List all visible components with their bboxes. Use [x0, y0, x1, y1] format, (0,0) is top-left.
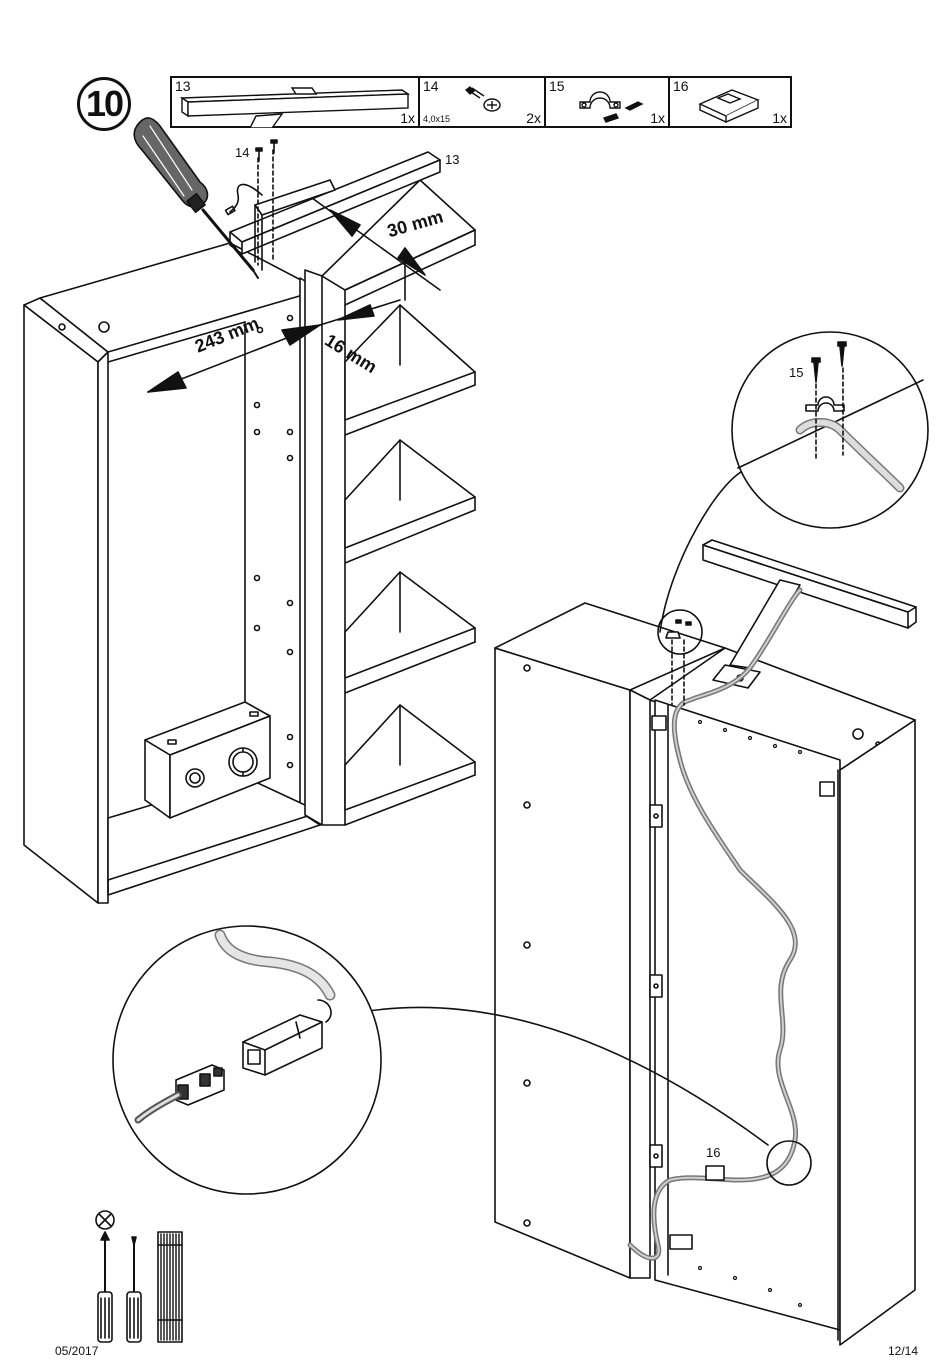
no-drill-icon [96, 1211, 114, 1229]
step-number: 10 [77, 77, 131, 131]
part-16-cell: 16 1x [670, 78, 790, 126]
part-15-qty: 1x [650, 110, 665, 126]
step-number-text: 10 [86, 83, 122, 125]
detail-clip-15 [732, 332, 928, 528]
parts-table: 13 1x 14 4,0x15 2x 15 1x 16 [170, 76, 792, 128]
tool-icons [96, 1211, 182, 1342]
screwdriver-icon [98, 1232, 112, 1342]
part-14-qty: 2x [526, 110, 541, 126]
measuring-tape-icon [158, 1232, 182, 1342]
callout-holder-16: 16 [706, 1145, 720, 1160]
cable-holder-16 [706, 1166, 724, 1180]
shelves [345, 305, 475, 825]
lamp-bar-icon [172, 78, 420, 128]
part-13-qty: 1x [400, 110, 415, 126]
part-14-cell: 14 4,0x15 2x [420, 78, 546, 126]
right-cabinet [495, 603, 915, 1345]
callout-screw-14: 14 [235, 145, 249, 160]
shelf-unit [305, 180, 475, 825]
part-14-size: 4,0x15 [423, 114, 450, 124]
detail-connector [113, 926, 381, 1194]
lamp-13-mounted [703, 540, 916, 688]
footer-page: 12/14 [888, 1344, 918, 1358]
callout-clip-15: 15 [789, 365, 803, 380]
callout-lamp-13: 13 [445, 152, 459, 167]
awl-icon [127, 1237, 141, 1342]
part-13-cell: 13 1x [172, 78, 420, 126]
part-15-cell: 15 1x [546, 78, 670, 126]
part-16-qty: 1x [772, 110, 787, 126]
footer-date: 05/2017 [55, 1344, 98, 1358]
